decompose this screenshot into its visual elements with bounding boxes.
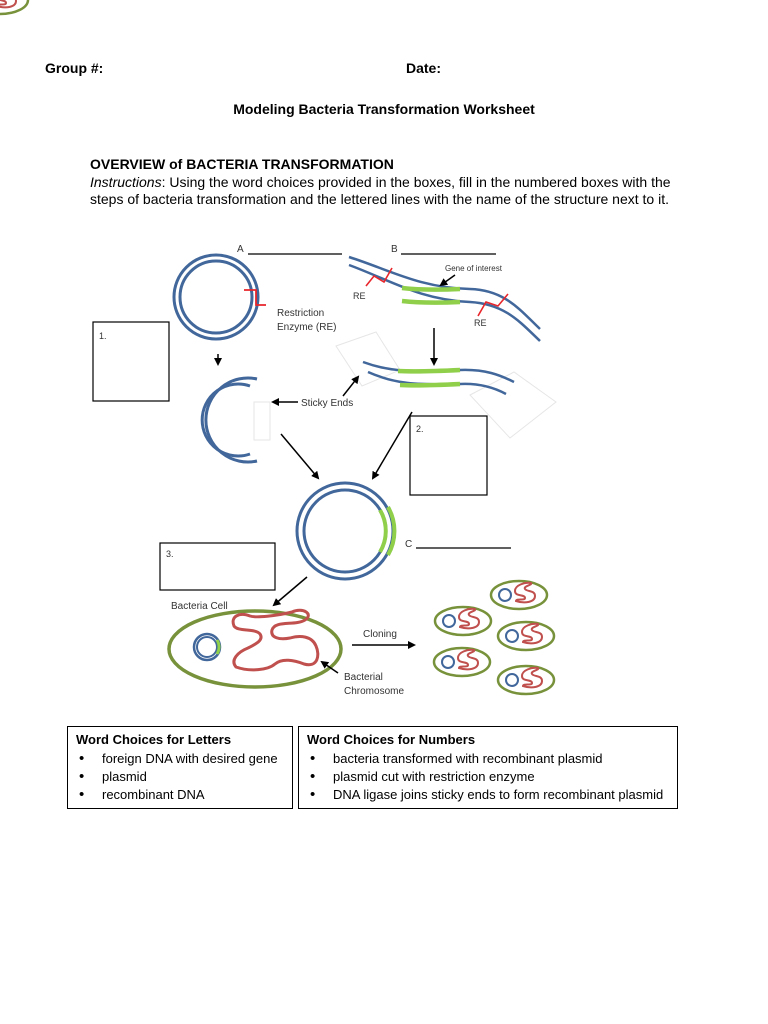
label-c: C	[405, 539, 412, 550]
restriction-enzyme-label-1: Restriction	[277, 308, 324, 319]
arrow-to-recombinant-left	[280, 433, 320, 480]
step-box-1[interactable]	[92, 321, 170, 402]
step-box-1-label: 1.	[99, 331, 107, 341]
plasmid-top	[172, 253, 266, 341]
label-a: A	[237, 244, 244, 255]
arrow-to-bacteria	[272, 576, 308, 607]
list-item: plasmid	[76, 768, 292, 786]
word-choices-letters-box: Word Choices for Letters foreign DNA wit…	[67, 726, 293, 809]
transformation-diagram: Restriction Enzyme (RE) A B Gene of inte…	[0, 0, 557, 697]
re-label-right: RE	[474, 318, 487, 328]
cloned-bacterium-4	[432, 646, 492, 678]
step-box-2-label: 2.	[416, 424, 424, 434]
gene-of-interest-label: Gene of interest	[445, 264, 503, 273]
re-label-left: RE	[353, 291, 366, 301]
instructions-paragraph: Instructions: Using the word choices pro…	[90, 174, 680, 208]
re-site-right	[477, 293, 509, 317]
word-choices-numbers-list: bacteria transformed with recombinant pl…	[307, 750, 677, 804]
sticky-ends-arrow-right	[342, 375, 360, 397]
overview-heading: OVERVIEW of BACTERIA TRANSFORMATION	[90, 156, 394, 172]
cloning-label: Cloning	[363, 629, 397, 640]
step-box-3[interactable]	[159, 542, 276, 591]
cloned-bacterium-template	[0, 0, 30, 16]
bacteria-cell	[167, 608, 343, 689]
word-choices-letters-title: Word Choices for Letters	[76, 732, 232, 747]
gene-segment-top	[401, 285, 461, 292]
re-site-left	[365, 267, 393, 287]
label-b: B	[391, 244, 398, 255]
list-item: bacteria transformed with recombinant pl…	[307, 750, 677, 768]
list-item: DNA ligase joins sticky ends to form rec…	[307, 786, 677, 804]
cloned-bacterium-1	[489, 579, 549, 611]
cut-foreign-dna	[335, 331, 557, 439]
bacterial-chromosome	[231, 608, 320, 672]
list-item: recombinant DNA	[76, 786, 292, 804]
date-label: Date:	[406, 60, 442, 76]
foreign-dna-strands	[348, 255, 541, 342]
recombinant-plasmid	[295, 481, 397, 581]
list-item: plasmid cut with restriction enzyme	[307, 768, 677, 786]
word-choices-numbers-title: Word Choices for Numbers	[307, 732, 476, 747]
cloned-bacterium-5	[496, 664, 556, 696]
cloned-bacterium-3	[496, 620, 556, 652]
restriction-site-mark	[244, 289, 266, 306]
worksheet-title: Modeling Bacteria Transformation Workshe…	[233, 101, 535, 117]
list-item: foreign DNA with desired gene	[76, 750, 292, 768]
bacterial-chromosome-label-2: Chromosome	[344, 686, 404, 697]
cut-plasmid	[200, 376, 271, 464]
instructions-label: Instructions	[90, 174, 162, 190]
gene-pointer-arrow	[439, 274, 456, 287]
step-box-2[interactable]	[409, 415, 488, 496]
gene-segment-top-2	[401, 298, 461, 305]
restriction-enzyme-label-2: Enzyme (RE)	[277, 322, 336, 333]
arrow-to-recombinant-right	[371, 411, 413, 480]
word-choices-letters-list: foreign DNA with desired gene plasmid re…	[76, 750, 292, 804]
bacteria-cell-label: Bacteria Cell	[171, 601, 228, 612]
sticky-ends-label: Sticky Ends	[301, 398, 353, 409]
word-choices-numbers-box: Word Choices for Numbers bacteria transf…	[298, 726, 678, 809]
instructions-text: : Using the word choices provided in the…	[90, 174, 671, 207]
cloned-bacterium-2	[433, 605, 493, 637]
group-label: Group #:	[45, 60, 104, 76]
step-box-3-label: 3.	[166, 549, 174, 559]
bacterial-chromosome-label-1: Bacterial	[344, 672, 383, 683]
chromosome-pointer-arrow	[320, 660, 339, 674]
